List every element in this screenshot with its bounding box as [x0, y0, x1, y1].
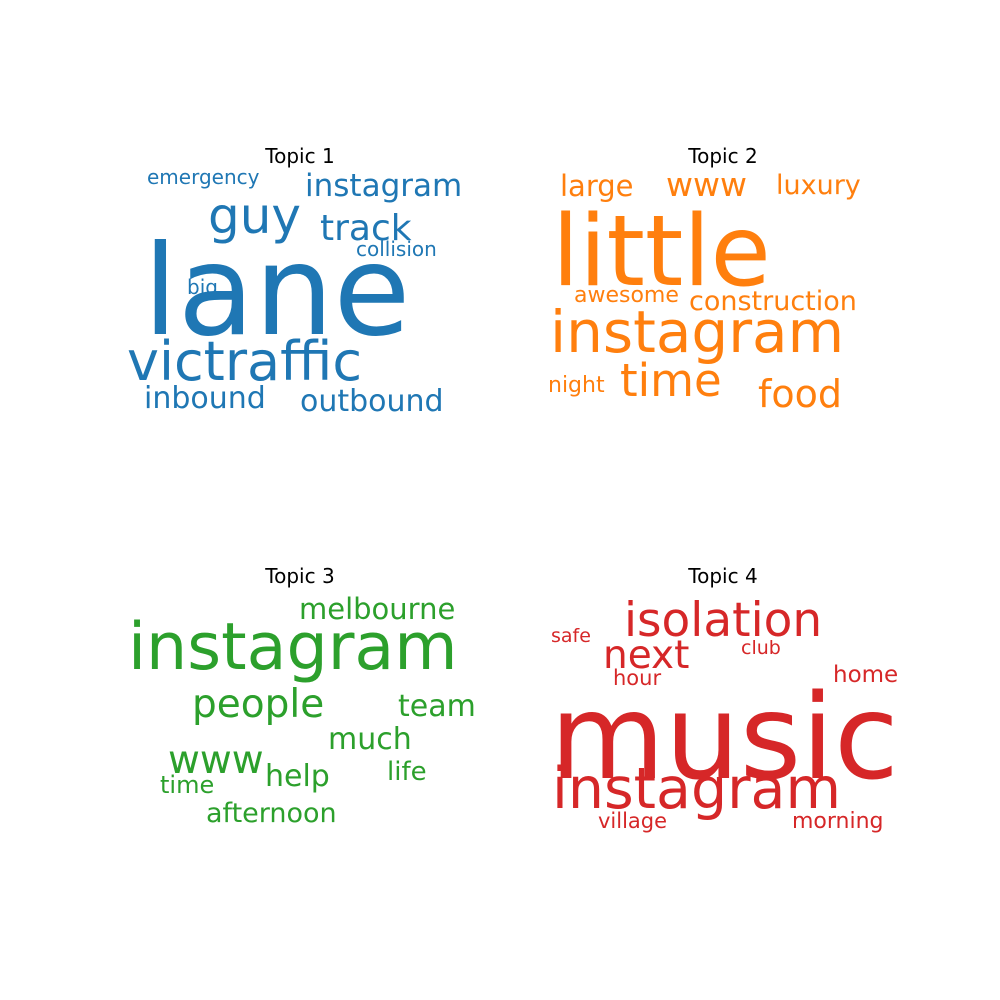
word-food: food: [758, 372, 842, 416]
topic-2-title: Topic 2: [688, 144, 758, 168]
word-next: next: [603, 633, 689, 678]
topic-1-title: Topic 1: [265, 144, 335, 168]
word-instagram: instagram: [305, 168, 462, 204]
word-village: village: [598, 809, 667, 833]
word-little: little: [552, 195, 771, 309]
word-instagram: instagram: [128, 610, 458, 685]
topic-4-title: Topic 4: [688, 564, 758, 588]
topic-3-title: Topic 3: [265, 564, 335, 588]
word-safe: safe: [551, 625, 591, 647]
word-help: help: [265, 759, 330, 794]
word-hour: hour: [613, 666, 661, 690]
word-large: large: [560, 169, 634, 203]
word-music: music: [550, 668, 899, 806]
word-morning: morning: [792, 809, 884, 834]
word-outbound: outbound: [300, 384, 444, 419]
word-melbourne: melbourne: [299, 592, 455, 626]
word-afternoon: afternoon: [206, 798, 337, 829]
word-much: much: [328, 722, 412, 757]
word-home: home: [833, 662, 898, 688]
word-big: big: [187, 275, 218, 299]
word-track: track: [320, 208, 412, 249]
word-lane: lane: [143, 219, 410, 364]
word-guy: guy: [208, 187, 301, 245]
word-collision: collision: [356, 237, 437, 261]
word-team: team: [398, 689, 476, 724]
word-www: www: [666, 165, 747, 204]
word-awesome: awesome: [574, 283, 679, 308]
word-people: people: [192, 682, 324, 727]
word-luxury: luxury: [776, 170, 861, 201]
word-instagram: instagram: [550, 298, 844, 366]
word-inbound: inbound: [144, 381, 266, 416]
word-time: time: [160, 771, 214, 799]
word-night: night: [548, 373, 605, 398]
word-emergency: emergency: [147, 165, 260, 189]
word-construction: construction: [689, 286, 857, 317]
word-club: club: [741, 637, 781, 659]
word-life: life: [387, 757, 427, 787]
word-instagram: instagram: [552, 756, 841, 822]
word-time: time: [620, 354, 722, 407]
word-www: www: [168, 738, 264, 783]
word-victraffic: victraffic: [127, 330, 362, 393]
word-isolation: isolation: [624, 593, 822, 648]
